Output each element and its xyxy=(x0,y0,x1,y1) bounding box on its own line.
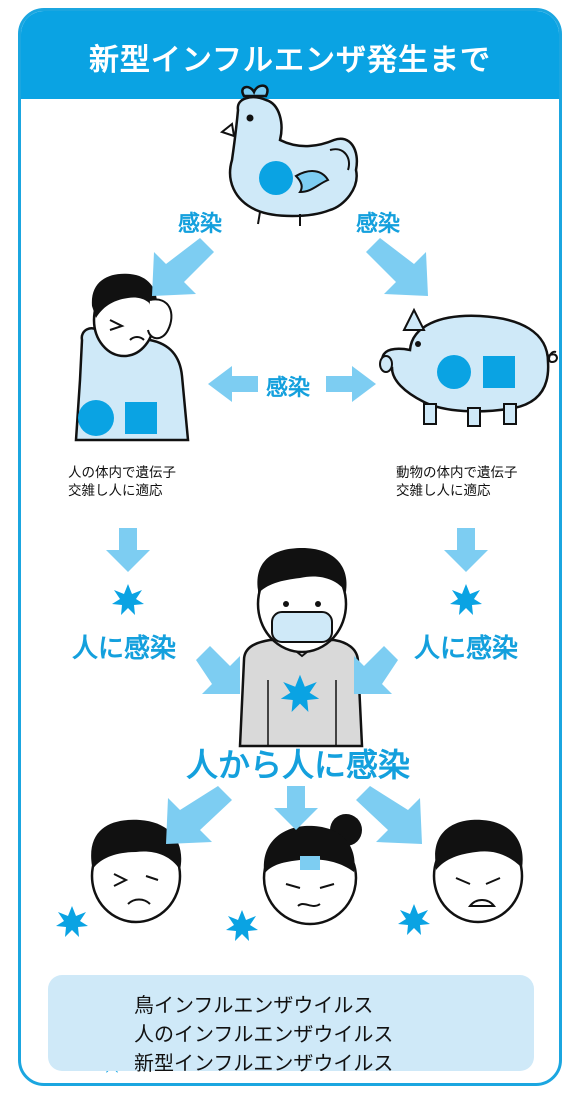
arrow-chicken-to-man xyxy=(152,238,214,296)
sick-face-right-icon xyxy=(398,819,524,935)
masked-man-icon xyxy=(238,548,364,748)
arrow-to-face-left xyxy=(166,786,232,844)
legend-item-human-flu: 人のインフルエンザウイルス xyxy=(134,1021,394,1046)
sick-face-center-icon xyxy=(226,814,362,941)
label-human-to-human: 人から人に感染 xyxy=(186,746,411,784)
label-human-infect-left: 人に感染 xyxy=(72,634,177,664)
legend-item-bird-flu: 鳥インフルエンザウイルス xyxy=(134,992,374,1017)
note-human-body-line1: 人の体内で遺伝子 xyxy=(68,465,176,481)
note-human-body: 人の体内で遺伝子 交雑し人に適応 xyxy=(68,464,176,500)
label-human-infect-right: 人に感染 xyxy=(414,634,519,664)
note-animal-body-line2: 交雑し人に適応 xyxy=(396,483,491,499)
arrow-right-to-center xyxy=(354,646,398,694)
title-banner: 新型インフルエンザ発生まで xyxy=(21,11,559,99)
legend-item-new-flu: 新型インフルエンザウイルス xyxy=(134,1050,394,1075)
label-infect-middle: 感染 xyxy=(266,376,311,401)
sick-man-left-icon xyxy=(74,273,190,442)
arrow-chicken-to-pig xyxy=(366,238,428,296)
arrow-down-right xyxy=(444,528,488,572)
label-infect-left: 感染 xyxy=(178,212,223,237)
arrow-man-pig-left xyxy=(208,366,258,402)
new-virus-right-icon xyxy=(450,584,482,615)
label-infect-right: 感染 xyxy=(356,212,401,237)
arrow-left-to-center xyxy=(196,646,240,694)
arrow-to-face-right xyxy=(356,786,422,844)
chicken-icon xyxy=(219,84,359,226)
page-title: 新型インフルエンザ発生まで xyxy=(88,43,492,78)
arrow-down-left xyxy=(106,528,150,572)
pig-icon xyxy=(379,307,558,427)
legend-panel xyxy=(48,975,534,1071)
note-animal-body-line1: 動物の体内で遺伝子 xyxy=(396,465,518,481)
note-human-body-line2: 交雑し人に適応 xyxy=(68,483,163,499)
new-virus-left-icon xyxy=(112,584,144,615)
arrow-to-face-center xyxy=(274,786,318,830)
note-animal-body: 動物の体内で遺伝子 交雑し人に適応 xyxy=(396,464,518,500)
arrow-man-pig-right xyxy=(326,366,376,402)
sick-face-left-icon xyxy=(56,819,182,937)
